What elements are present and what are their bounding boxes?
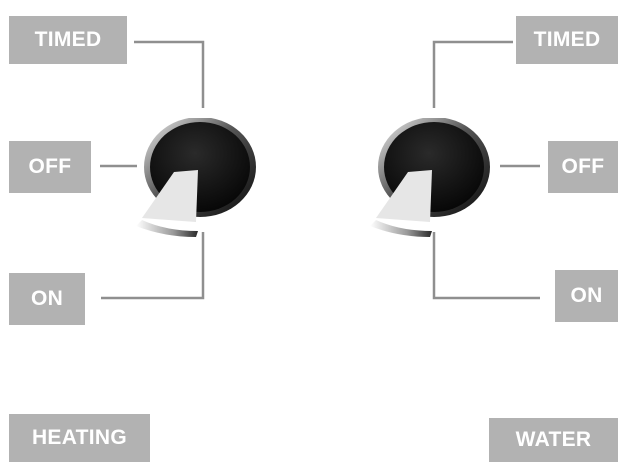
heating-title: HEATING — [9, 414, 150, 462]
heating-off-option[interactable]: OFF — [9, 141, 91, 193]
water-title: WATER — [489, 418, 618, 462]
heating-on-option[interactable]: ON — [9, 273, 85, 325]
water-off-option[interactable]: OFF — [548, 141, 618, 193]
heating-timed-option[interactable]: TIMED — [9, 16, 127, 64]
heating-selector-knob[interactable] — [128, 118, 268, 248]
water-timed-connector — [434, 42, 513, 108]
heating-timed-connector — [134, 42, 203, 108]
water-on-option[interactable]: ON — [555, 270, 618, 322]
water-selector-knob[interactable] — [362, 118, 502, 248]
water-timed-option[interactable]: TIMED — [516, 16, 618, 64]
